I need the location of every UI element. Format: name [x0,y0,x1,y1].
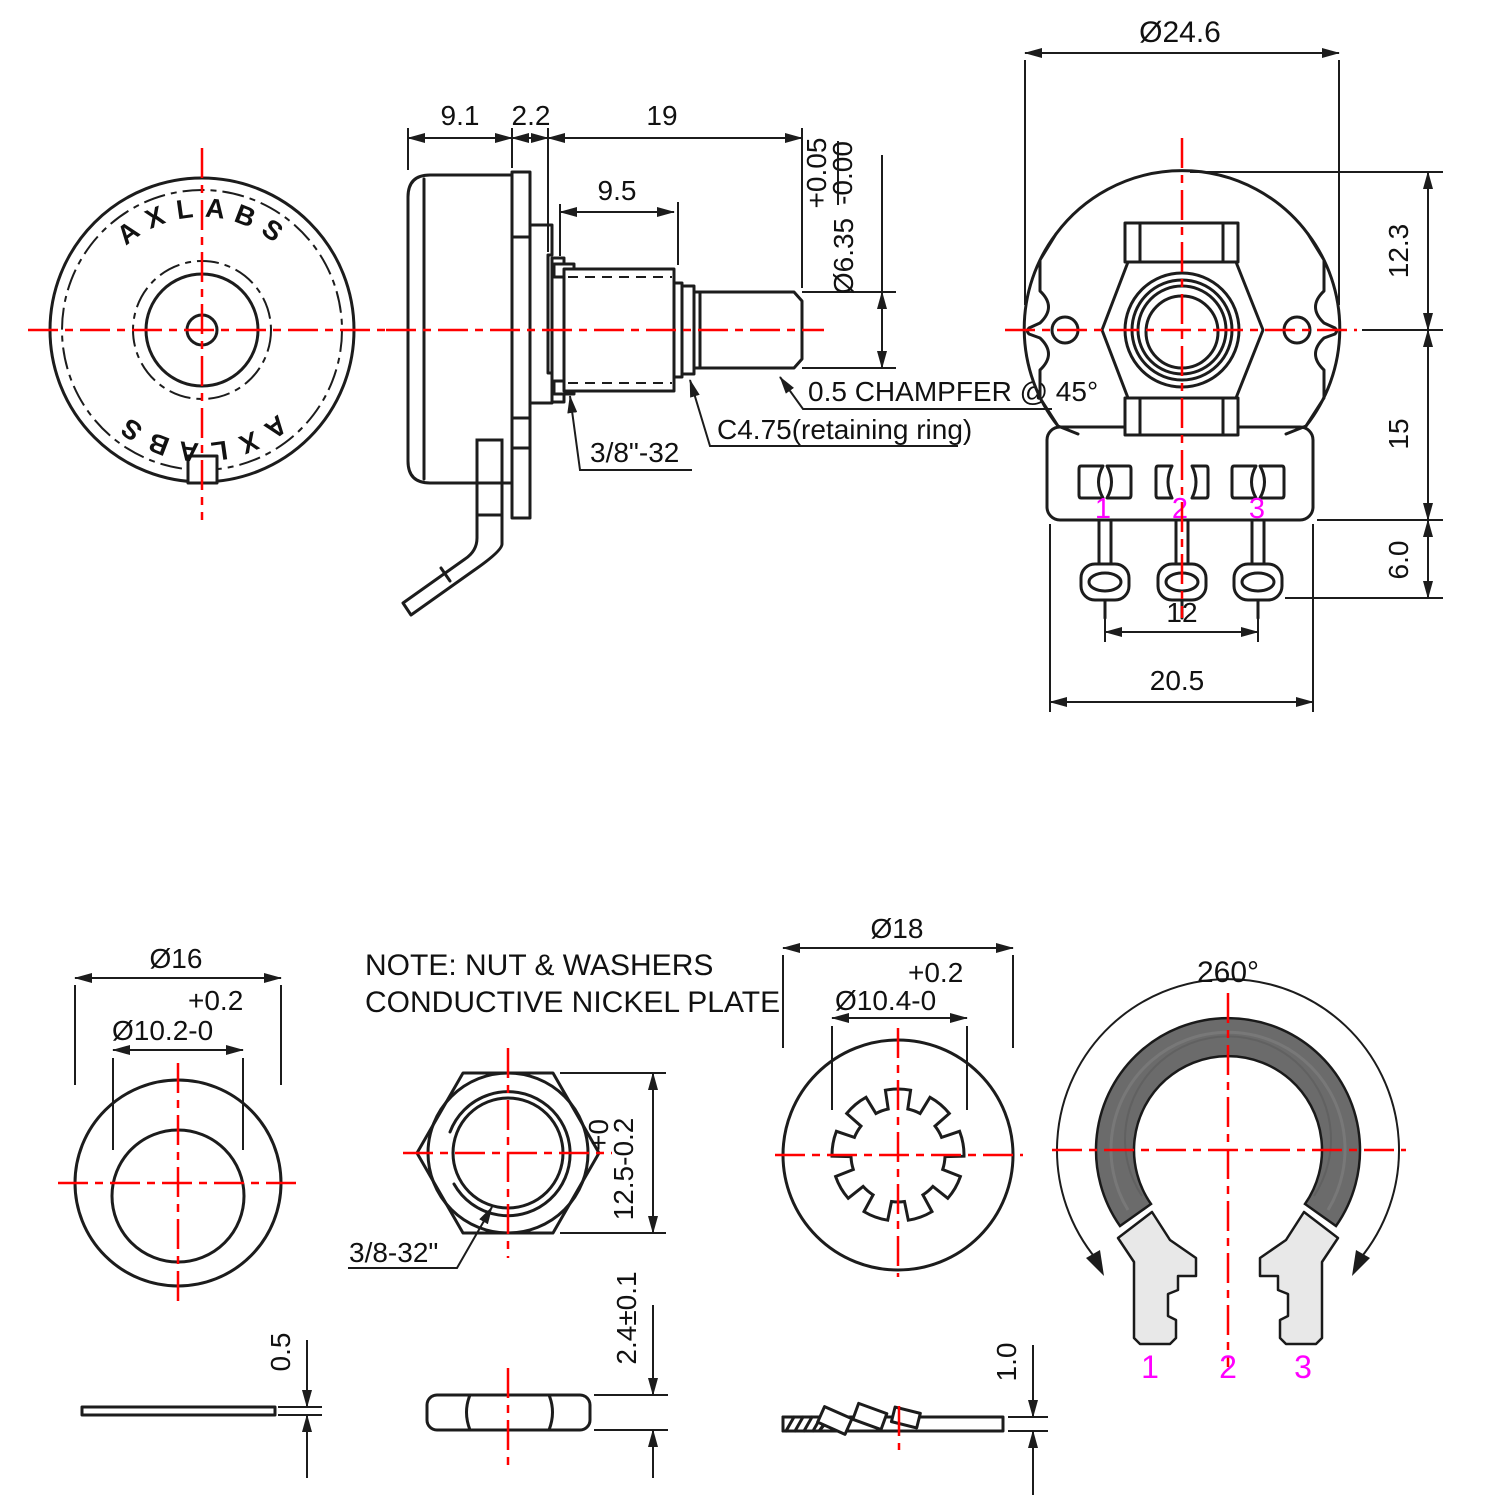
chamfer-label: 0.5 CHAMPFER @ 45° [808,376,1098,407]
brand-letter: A [176,435,200,467]
resistive-track [1094,1016,1362,1228]
bushing-thread-label: 3/8"-32 [590,437,679,468]
nut-across-tol: +0 [583,1119,614,1151]
lock-washer-teeth [830,1087,966,1222]
lock-washer-hole-dia: Ø10.4-0 [835,985,936,1016]
ground-lug [401,513,504,617]
track-terminal-tab-right [1258,1210,1340,1346]
dim-bracket-width: 20.5 [1150,665,1205,696]
retaining-ring-label: C4.75(retaining ring) [717,414,972,445]
washer-hole-tol: +0.2 [188,985,243,1016]
terminal-number-2: 2 [1172,493,1188,525]
rotation-arc [1056,978,1400,1261]
terminal-3 [1230,464,1286,500]
flat-washer-side-view: 0.5 [80,1333,322,1478]
brand-letter: A [204,193,228,225]
lock-washer-view: Ø18 Ø10.4-0 +0.2 [775,913,1023,1277]
note-line-1: NOTE: NUT & WASHERS [365,949,713,982]
track-angle: 260° [1197,956,1259,989]
washer-thickness: 0.5 [265,1333,296,1372]
dim-body-diameter: Ø24.6 [1139,16,1221,49]
dim-pin-length: 6.0 [1383,541,1414,580]
nut-thread [448,1090,572,1218]
wafer-plate [510,170,532,520]
track-terminal-tab-left [1116,1210,1198,1346]
front-view: 1 2 3 Ø24.6 12.3 15 6.0 12 20.5 [1005,16,1443,712]
track-view: 260° 1 2 3 [1052,956,1406,1385]
right-ear [1304,232,1342,428]
dim-can-depth: 9.1 [441,100,480,131]
lock-washer-thickness: 1.0 [991,1343,1022,1382]
lock-washer-side-view: 1.0 [781,1343,1048,1495]
shaft-tol-minus: -0.00 [827,141,858,205]
nut-side-view: 2.4±0.1 [425,1271,668,1478]
brand-letter: L [208,435,230,467]
nut-view: 3/8-32" 12.5-0.2 +0 [348,1048,666,1269]
shaft-tol-plus: +0.05 [801,138,832,209]
note-line-2: CONDUCTIVE NICKEL PLATE [365,986,780,1019]
nut-across-flats: 12.5-0.2 [608,1118,639,1221]
nut-thread-label: 3/8-32" [349,1237,438,1268]
terminal-1 [1077,464,1133,500]
dim-upper-height: 12.3 [1383,224,1414,279]
brand-letter: L [174,193,196,225]
terminal-2 [1154,464,1210,500]
track-terminal-3: 3 [1294,1349,1312,1385]
dim-wafer: 2.2 [512,100,551,131]
shaft-diameter: Ø6.35 [828,218,859,294]
track-terminal-2: 2 [1219,1349,1237,1385]
terminal-number-3: 3 [1249,493,1265,525]
lock-washer-hole-tol: +0.2 [908,957,963,988]
track-terminal-1: 1 [1141,1349,1159,1385]
dim-bushing-length: 9.5 [598,175,637,206]
left-ear [1022,232,1060,428]
dim-pin-span: 12 [1166,597,1197,628]
flat-washer-view: Ø16 Ø10.2-0 +0.2 [58,943,296,1305]
dim-lower-height: 15 [1383,418,1414,449]
washer-hole-dia: Ø10.2-0 [112,1015,213,1046]
terminal-number-1: 1 [1095,493,1111,525]
washer-outer-dia: Ø16 [150,943,203,974]
nut-thickness: 2.4±0.1 [611,1271,642,1364]
lock-washer-outer-dia: Ø18 [871,913,924,944]
side-view: 9.1 2.2 19 9.5 Ø6.35 +0.05 -0.00 0.5 CHA… [386,100,1098,617]
dim-shaft-length: 19 [646,100,677,131]
